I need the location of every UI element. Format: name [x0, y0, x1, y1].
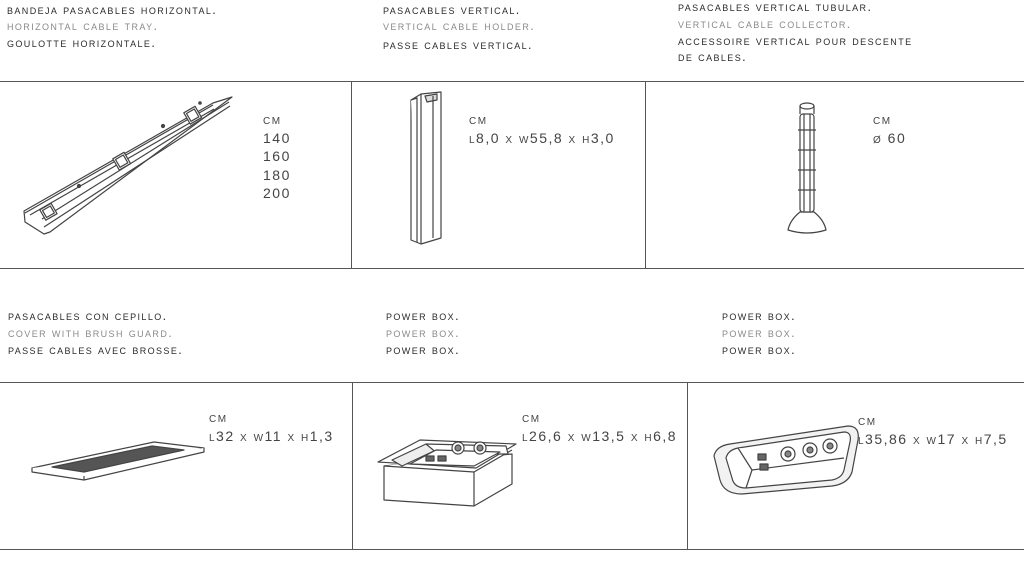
- dimensions: L35,86 x W17 x H7,5: [858, 430, 1008, 447]
- label-fr: power box.: [386, 343, 460, 357]
- power-box-drawing: [376, 420, 518, 510]
- divider-bottom-row2: [0, 549, 1024, 550]
- dimensions: L8,0 x W55,8 x H3,0: [469, 129, 615, 146]
- brush-cover-drawing: [28, 440, 208, 486]
- holder-specs: cm L8,0 x W55,8 x H3,0: [469, 110, 615, 147]
- label-en: power box.: [722, 326, 796, 340]
- collector-specs: cm Ø 60: [873, 110, 906, 147]
- label-es: pasacables vertical tubular.: [678, 0, 873, 14]
- label-en: cover with brush guard.: [8, 326, 174, 340]
- divider-col1-row1: [351, 81, 352, 268]
- label-en: power box.: [386, 326, 460, 340]
- vertical-cable-collector-drawing: [780, 100, 836, 238]
- horizontal-cable-tray-drawing: [0, 82, 350, 268]
- label-fr: power box.: [722, 343, 796, 357]
- vertical-cable-holder-drawing: [405, 88, 445, 248]
- unit-label: cm: [873, 111, 892, 127]
- divider-top-row1: [0, 81, 1024, 82]
- dimensions: L26,6 x W13,5 x H6,8: [522, 427, 678, 444]
- unit-label: cm: [209, 409, 228, 425]
- label-fr: passe cables vertical.: [383, 38, 533, 52]
- size-160: 160: [263, 148, 291, 164]
- divider-top-row2: [0, 382, 1024, 383]
- label-es: power box.: [722, 309, 796, 323]
- label-fr-cont: de cables.: [678, 50, 747, 64]
- unit-label: cm: [858, 412, 877, 428]
- power-box-2-specs: cm L35,86 x W17 x H7,5: [858, 411, 1008, 448]
- power-box-1-specs: cm L26,6 x W13,5 x H6,8: [522, 408, 677, 445]
- label-es: power box.: [386, 309, 460, 323]
- brush-cover-specs: cm L32 x W11 x H1,3: [209, 408, 334, 445]
- divider-col2-row2: [687, 382, 688, 549]
- label-fr: passe cables avec brosse.: [8, 343, 184, 357]
- divider-bottom-row1: [0, 268, 1024, 269]
- size-200: 200: [263, 185, 291, 201]
- divider-col2-row1: [645, 81, 646, 268]
- label-es: bandeja pasacables horizontal.: [7, 3, 218, 17]
- divider-col1-row2: [352, 382, 353, 549]
- power-box-flush-drawing: [712, 416, 862, 498]
- label-es: pasacables vertical.: [383, 3, 521, 17]
- unit-label: cm: [522, 409, 541, 425]
- label-en: Vertical cable holder.: [383, 19, 536, 33]
- label-es: pasacables con cepillo.: [8, 309, 168, 323]
- label-fr: Goulotte horizontale.: [7, 36, 157, 50]
- size-140: 140: [263, 129, 291, 146]
- label-fr: accessoire vertical pour descente: [678, 34, 913, 48]
- unit-label: cm: [263, 111, 282, 127]
- size-180: 180: [263, 166, 291, 183]
- dimensions: L32 x W11 x H1,3: [209, 427, 334, 444]
- tray-specs: cm 140 160 180 200: [263, 110, 291, 203]
- label-en: Vertical cable collector.: [678, 17, 852, 31]
- unit-label: cm: [469, 111, 488, 127]
- label-en: Horizontal cable tray.: [7, 19, 159, 33]
- dimensions: Ø 60: [873, 129, 907, 146]
